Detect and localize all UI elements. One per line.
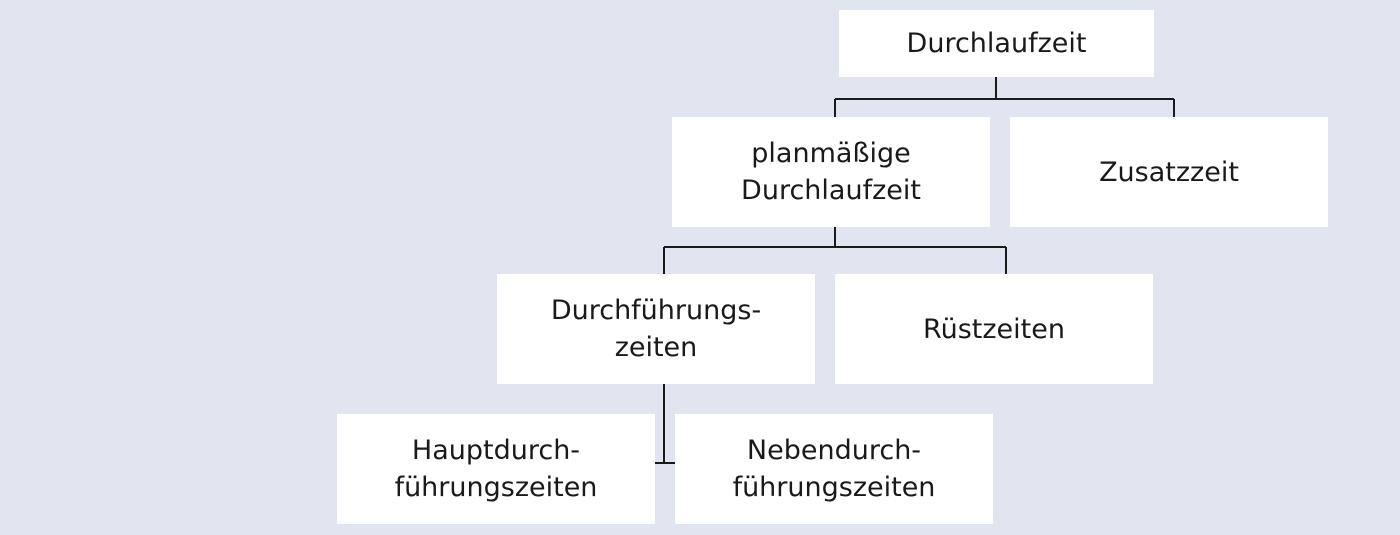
node-durchlaufzeit-label: Durchlaufzeit bbox=[906, 28, 1087, 59]
node-planmaessige-durchlaufzeit-label: planmäßige Durchlaufzeit bbox=[741, 138, 921, 206]
node-ruestzeiten-label: Rüstzeiten bbox=[923, 313, 1065, 345]
node-ruestzeiten: Rüstzeiten bbox=[835, 274, 1153, 384]
node-durchlaufzeit: Durchlaufzeit bbox=[839, 10, 1154, 77]
node-hauptdurchfuehrungszeiten: Hauptdurch- führungszeiten bbox=[337, 414, 655, 524]
connector-planmaessige-to-level2 bbox=[663, 227, 1007, 274]
connector-root-to-level1 bbox=[834, 77, 1175, 117]
node-zusatzzeit-label: Zusatzzeit bbox=[1099, 156, 1239, 188]
connector-durchfuehrung-to-level3 bbox=[655, 384, 675, 464]
node-zusatzzeit: Zusatzzeit bbox=[1010, 117, 1328, 227]
node-hauptdurchfuehrungszeiten-label: Hauptdurch- führungszeiten bbox=[394, 435, 598, 503]
node-durchfuehrungszeiten-label: Durchführungs- zeiten bbox=[550, 295, 762, 363]
node-durchfuehrungszeiten: Durchführungs- zeiten bbox=[497, 274, 815, 384]
node-nebendurchfuehrungszeiten: Nebendurch- führungszeiten bbox=[675, 414, 993, 524]
node-planmaessige-durchlaufzeit: planmäßige Durchlaufzeit bbox=[672, 117, 990, 227]
node-nebendurchfuehrungszeiten-label: Nebendurch- führungszeiten bbox=[732, 435, 936, 503]
